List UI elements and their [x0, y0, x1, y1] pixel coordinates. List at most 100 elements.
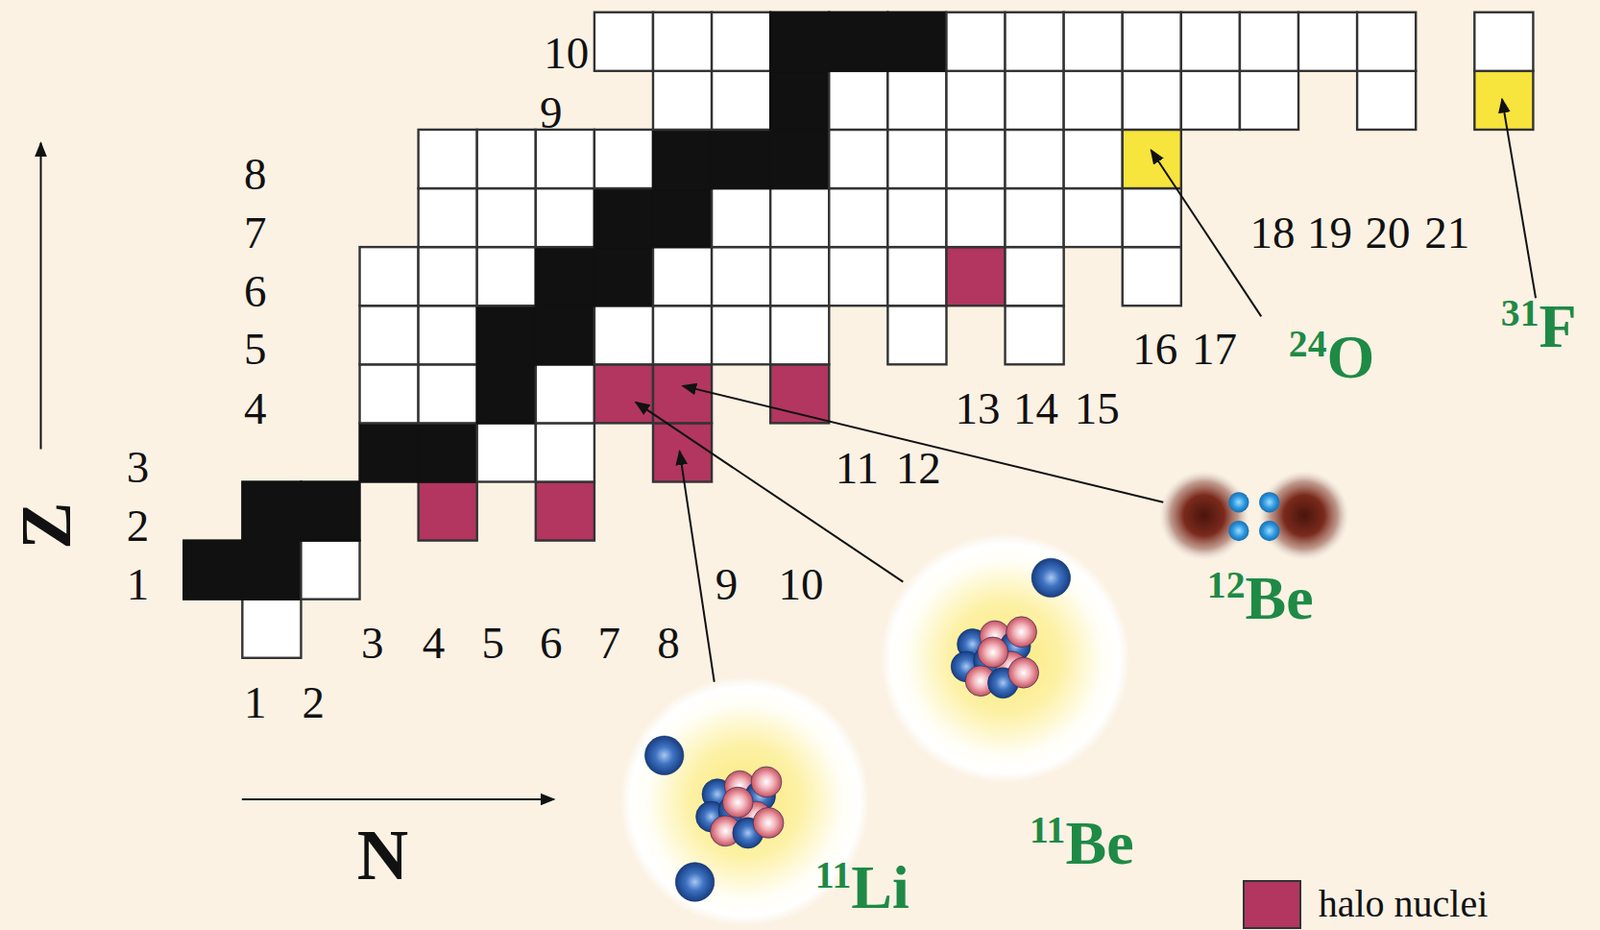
- stable-cell: [711, 129, 771, 189]
- nuclide-cell: [711, 188, 771, 247]
- nuclide-cell: [360, 305, 419, 364]
- stable-cell: [535, 305, 595, 364]
- nuclide-cell: [1005, 129, 1065, 189]
- halo-cell: [945, 246, 1005, 306]
- nuclide-cell: [770, 305, 829, 364]
- valence-neutron: [1259, 491, 1280, 512]
- nuclide-cell: [418, 246, 478, 306]
- isotope-label: 11Li: [815, 856, 910, 919]
- axis-number: 5: [481, 620, 505, 666]
- nucleon: [751, 766, 782, 798]
- leader-arrow: [682, 386, 1164, 503]
- stable-cell: [887, 12, 946, 72]
- nuclide-cell: [1005, 12, 1065, 72]
- nucleon: [1006, 616, 1038, 648]
- nuclide-cell: [653, 305, 712, 364]
- isotope-label: 12Be: [1207, 567, 1314, 630]
- axis-number: 18: [1249, 210, 1295, 256]
- nuclide-cell: [418, 188, 478, 247]
- nuclide-cell: [1181, 71, 1240, 130]
- nuclide-cell: [711, 12, 771, 72]
- axis-number: 7: [598, 620, 622, 666]
- nuclide-cell: [477, 422, 536, 482]
- stable-cell: [770, 71, 829, 130]
- nuclide-cell: [1005, 246, 1065, 306]
- axis-number: 6: [243, 267, 267, 314]
- nuclide-cell: [887, 129, 946, 189]
- halo-cell: [594, 363, 654, 423]
- axis-number: 9: [715, 560, 739, 607]
- dripline-cell: [1474, 71, 1533, 130]
- nuclide-cell: [711, 71, 771, 130]
- axis-number: 9: [539, 89, 563, 135]
- nuclide-cell: [535, 422, 595, 482]
- axis-number: 1: [126, 560, 150, 607]
- nuclide-cell: [1239, 12, 1299, 72]
- nuclide-cell: [1005, 305, 1065, 364]
- nuclide-cell: [1064, 12, 1123, 72]
- stable-cell: [477, 305, 536, 364]
- nuclide-cell: [887, 188, 946, 247]
- nuclide-cell: [1005, 71, 1065, 130]
- nuclide-cell: [1357, 71, 1416, 130]
- leader-arrow: [1502, 98, 1536, 298]
- nuclide-cell: [887, 246, 946, 306]
- nuclide-cell: [418, 363, 478, 423]
- stable-cell: [300, 482, 360, 541]
- halo-cell: [653, 363, 712, 423]
- stable-cell: [828, 12, 888, 72]
- nuclide-cell: [945, 71, 1005, 130]
- li11-picture: [620, 676, 870, 925]
- axis-number: 8: [243, 150, 267, 196]
- nuclide-cell: [300, 540, 360, 600]
- axis-number: 5: [243, 326, 267, 372]
- halo-neutron: [645, 735, 684, 775]
- nuclide-cell: [828, 246, 888, 306]
- be12-picture: [1159, 470, 1350, 561]
- stable-cell: [653, 188, 712, 247]
- nuclide-cell: [653, 246, 712, 306]
- axis-number: 12: [896, 444, 942, 490]
- nuclide-cell: [1474, 12, 1533, 72]
- be11-picture: [880, 533, 1130, 783]
- nuclide-cell: [945, 188, 1005, 247]
- isotope-label: 31F: [1501, 295, 1577, 358]
- nuclide-cell: [1122, 188, 1182, 247]
- nuclide-cell: [828, 188, 888, 247]
- nuclide-cell: [770, 246, 829, 306]
- axis-number: 4: [422, 620, 446, 666]
- nuclide-cell: [360, 363, 419, 423]
- valence-neutron: [1228, 491, 1249, 512]
- nuclide-cell: [1005, 188, 1065, 247]
- axis-number: 11: [835, 444, 879, 490]
- axis-number: 3: [126, 443, 150, 489]
- stable-cell: [360, 422, 419, 482]
- nuclide-cell: [1064, 129, 1123, 189]
- nuclide-cell: [535, 188, 595, 247]
- nuclide-cell: [1122, 246, 1182, 306]
- nuclide-cell: [418, 305, 478, 364]
- halo-cell: [418, 482, 478, 541]
- stable-cell: [770, 12, 829, 72]
- stable-cell: [242, 482, 301, 541]
- axis-number: 21: [1424, 210, 1470, 256]
- alpha-cluster: [1159, 470, 1250, 561]
- isotope-label: 24O: [1288, 326, 1375, 388]
- axis-title: Z: [10, 502, 82, 550]
- valence-neutron: [1228, 520, 1249, 541]
- nuclide-cell: [711, 305, 771, 364]
- halo-neutron: [1031, 557, 1070, 597]
- axis-number: 17: [1191, 326, 1237, 372]
- nuclide-cell: [418, 129, 478, 189]
- halo-neutron: [675, 862, 714, 901]
- axis-number: 2: [126, 503, 150, 549]
- axis-number: 10: [543, 30, 589, 76]
- nucleon: [977, 636, 1009, 668]
- axis-number: 1: [243, 679, 267, 726]
- leader-arrow: [679, 451, 715, 682]
- axis-number: 4: [243, 386, 267, 432]
- nuclide-cell: [653, 12, 712, 72]
- nuclide-cell: [828, 129, 888, 189]
- nucleon: [752, 806, 784, 838]
